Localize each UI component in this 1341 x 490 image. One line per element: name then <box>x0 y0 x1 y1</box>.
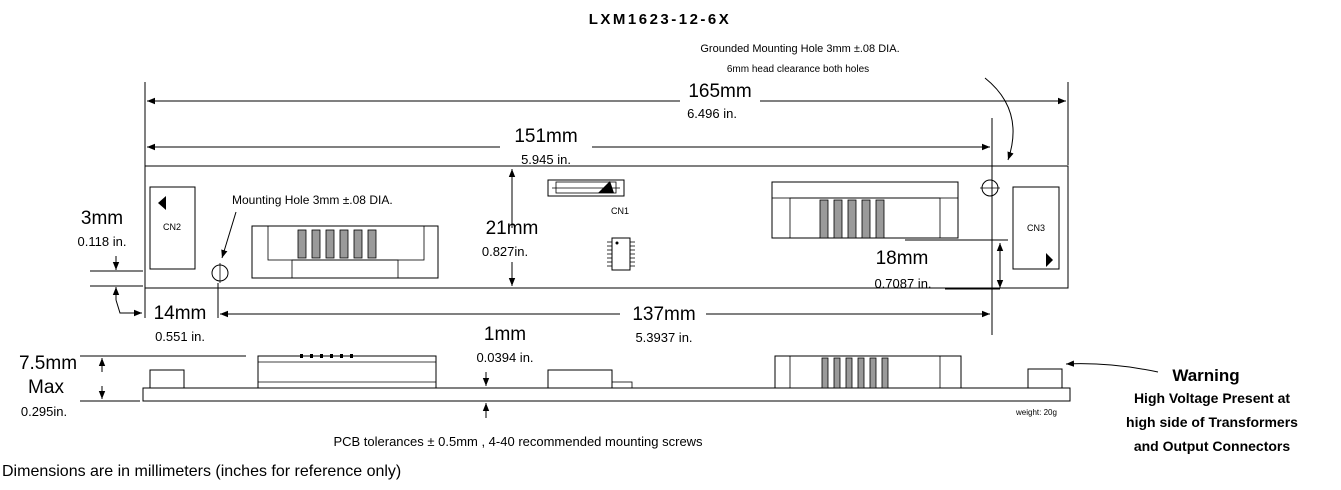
dim-1-in: 0.0394 in. <box>476 350 533 365</box>
ic-chip <box>607 237 635 271</box>
dim-21-in: 0.827in. <box>482 244 528 259</box>
cn3-connector <box>1012 186 1060 270</box>
warning-title: Warning <box>1172 366 1239 385</box>
side-transformer-left <box>257 354 437 389</box>
warning-line-2: high side of Transformers <box>1126 414 1298 430</box>
cn2-connector <box>149 186 196 270</box>
cn2-label: CN2 <box>163 222 181 232</box>
dim-21-mm: 21mm <box>486 218 539 239</box>
transformer-right <box>771 181 959 239</box>
dim-3-leader <box>115 299 142 317</box>
weight-note: weight: 20g <box>1015 408 1057 417</box>
warning-line-1: High Voltage Present at <box>1134 390 1290 406</box>
dim-137-in: 5.3937 in. <box>635 330 692 345</box>
pcb-top-view <box>144 165 1069 289</box>
dim-75-in: 0.295in. <box>21 404 67 419</box>
dim-137-mm: 137mm <box>632 304 695 325</box>
mounting-hole-left <box>211 263 229 283</box>
warning-line-3: and Output Connectors <box>1134 438 1291 454</box>
side-cn2 <box>149 369 185 389</box>
footer-note: Dimensions are in millimeters (inches fo… <box>2 463 401 480</box>
cn3-pin1-marker <box>1046 253 1053 267</box>
mounting-hole-leader <box>221 211 237 259</box>
dim-14-mm: 14mm <box>154 303 207 324</box>
dim-165-mm: 165mm <box>688 81 751 102</box>
transformer-left <box>251 225 439 279</box>
side-cn1 <box>547 369 633 389</box>
dim-14-in: 0.551 in. <box>155 329 205 344</box>
dim-75-max: Max <box>28 377 64 398</box>
dim-151-mm: 151mm <box>514 126 577 147</box>
mounting-hole-right-grounded <box>980 179 1000 197</box>
dim-18-mm: 18mm <box>876 248 929 269</box>
grounded-hole-note: Grounded Mounting Hole 3mm ±.08 DIA. <box>700 43 899 55</box>
head-clearance-note: 6mm head clearance both holes <box>727 64 869 75</box>
dim-18-in: 0.7087 in. <box>874 276 931 291</box>
mounting-hole-note: Mounting Hole 3mm ±.08 DIA. <box>232 193 393 207</box>
dim-3-in: 0.118 in. <box>78 234 127 249</box>
tolerances-note: PCB tolerances ± 0.5mm , 4-40 recommende… <box>333 434 703 449</box>
cn1-connector <box>547 179 625 197</box>
dim-151-in: 5.945 in. <box>521 152 571 167</box>
dim-75-mm: 7.5mm <box>19 353 77 374</box>
side-cn3 <box>1027 368 1063 389</box>
pcb-side-view <box>142 387 1071 402</box>
drawing-title: LXM1623-12-6X <box>589 11 732 28</box>
cn2-pin1-marker <box>158 196 166 210</box>
dim-165-in: 6.496 in. <box>687 106 737 121</box>
grounded-hole-leader <box>984 77 1014 161</box>
dim-3-mm: 3mm <box>81 208 123 229</box>
cn1-label: CN1 <box>611 206 629 216</box>
side-transformer-right <box>774 355 962 389</box>
dim-1-mm: 1mm <box>484 324 526 345</box>
warning-leader <box>1065 360 1159 373</box>
cn3-label: CN3 <box>1027 223 1045 233</box>
